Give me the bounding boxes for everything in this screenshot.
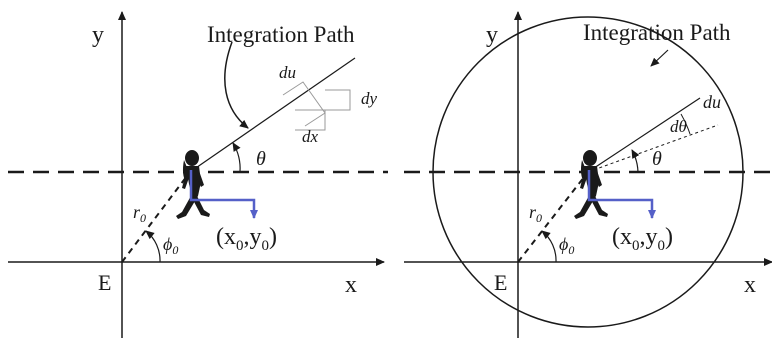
left-point-label: (x0,y0): [216, 224, 277, 254]
left-phi0-label: ϕ0: [163, 234, 178, 257]
right-panel: y x E Integration Path du dθ θ r0 ϕ0 (x0…: [404, 11, 772, 338]
right-r0-dashed: [517, 171, 589, 263]
left-y-label: y: [92, 22, 104, 48]
left-theta-arc: [232, 142, 241, 173]
left-origin-label: E: [98, 270, 111, 295]
right-origin-label: E: [494, 270, 507, 295]
right-ray-lower: [587, 124, 719, 173]
right-phi0-arc: [541, 230, 557, 263]
left-r0-label: r0: [133, 202, 146, 225]
right-x-label: x: [744, 272, 756, 298]
left-title: Integration Path: [207, 22, 355, 47]
left-integration-ray: [189, 57, 356, 173]
left-x-label: x: [345, 272, 357, 298]
right-point-label: (x0,y0): [612, 224, 673, 254]
left-title-pointer-arrow: [224, 41, 249, 129]
right-r0-label: r0: [529, 202, 542, 225]
left-differential-box: [282, 81, 351, 131]
right-dtheta-arc: [680, 113, 691, 135]
right-title-pointer-arrow: [650, 49, 669, 67]
left-panel: y x E Integration Path θ du dx dy r0 ϕ0 …: [8, 11, 388, 338]
right-ray-upper: [587, 97, 701, 173]
right-y-label: y: [486, 22, 498, 48]
left-phi0-arc: [145, 230, 161, 263]
right-dtheta-label: dθ: [670, 117, 687, 136]
left-walker-icon: [176, 150, 210, 219]
left-du-label: du: [279, 63, 296, 82]
right-theta-arc: [631, 149, 640, 173]
right-walker-icon: [574, 150, 608, 219]
right-title: Integration Path: [583, 20, 731, 45]
left-blue-vector: [189, 170, 258, 219]
left-dx-label: dx: [302, 127, 319, 146]
right-phi0-label: ϕ0: [559, 234, 574, 257]
right-du-label: du: [703, 92, 721, 112]
right-theta-label: θ: [652, 148, 662, 170]
left-theta-label: θ: [256, 148, 266, 170]
left-dy-label: dy: [361, 89, 378, 108]
left-r0-dashed: [121, 171, 191, 263]
right-blue-vector: [587, 170, 656, 219]
